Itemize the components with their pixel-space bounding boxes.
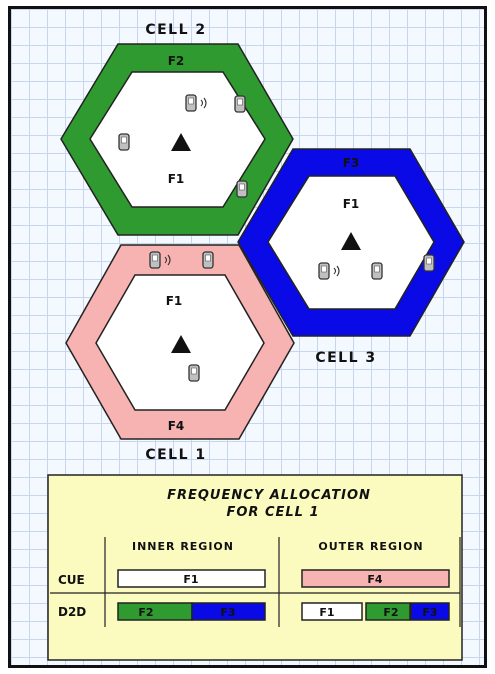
diagram-frame: F2 F1 CELL 2 F3 F1 CELL 3 F4 F1 CELL 1 F… [8, 6, 487, 668]
legend-row-cue: CUE [58, 573, 85, 587]
mobile-phone-icon [118, 133, 130, 151]
cue-inner-band-label: F1 [183, 573, 198, 586]
base-station-icon [171, 335, 191, 353]
cell-2-inner-label: F1 [168, 172, 185, 186]
cell-1-inner-label: F1 [166, 294, 183, 308]
mobile-phone-icon [371, 262, 383, 280]
cell-3: F3 F1 CELL 3 [237, 148, 465, 366]
cell-3-inner-label: F1 [343, 197, 360, 211]
cue-outer-band [301, 569, 450, 588]
d2d-outer-band-f1 [301, 602, 363, 621]
cell-1-label: CELL 1 [145, 447, 206, 463]
d2d-inner-band-f3 [191, 602, 266, 621]
cell-2-band-label: F2 [168, 54, 185, 68]
frequency-allocation-legend: FREQUENCY ALLOCATION FOR CELL 1 INNER RE… [47, 474, 463, 661]
cell-3-label: CELL 3 [315, 350, 376, 366]
d2d-outer-band-f2-label: F2 [383, 606, 398, 619]
d2d-outer-band-f2 [365, 602, 411, 621]
base-station-icon [341, 232, 361, 250]
base-station-icon [171, 133, 191, 151]
mobile-phone-icon [234, 95, 246, 113]
cell-1-band-label: F4 [168, 419, 185, 433]
legend-col-outer-region: OUTER REGION [318, 540, 423, 553]
mobile-phone-icon [202, 251, 214, 269]
mobile-phone-icon [188, 364, 200, 382]
d2d-outer-band-f3 [410, 602, 450, 621]
cue-inner-band [117, 569, 266, 588]
cell-2: F2 F1 CELL 2 [60, 22, 294, 236]
cell-2-label: CELL 2 [145, 22, 206, 38]
legend-row-d2d: D2D [58, 605, 86, 619]
mobile-phone-icon [185, 94, 197, 112]
cell-1: F4 F1 CELL 1 [65, 244, 295, 463]
cue-outer-band-label: F4 [367, 573, 383, 586]
d2d-inner-band-f3-label: F3 [220, 606, 235, 619]
mobile-phone-icon [149, 251, 161, 269]
mobile-phone-icon [423, 254, 435, 272]
legend-title-line-2: FOR CELL 1 [226, 505, 319, 520]
mobile-phone-icon [236, 180, 248, 198]
mobile-phone-icon [318, 262, 330, 280]
legend-col-inner-region: INNER REGION [132, 540, 234, 553]
cell-3-band-label: F3 [343, 156, 360, 170]
legend-title-line-1: FREQUENCY ALLOCATION [167, 488, 371, 503]
diagram-canvas: F2 F1 CELL 2 F3 F1 CELL 3 F4 F1 CELL 1 F… [47, 22, 465, 661]
d2d-inner-band-f2-label: F2 [138, 606, 153, 619]
d2d-outer-band-f1-label: F1 [319, 606, 334, 619]
d2d-inner-band-f2 [117, 602, 193, 621]
d2d-outer-band-f3-label: F3 [422, 606, 437, 619]
